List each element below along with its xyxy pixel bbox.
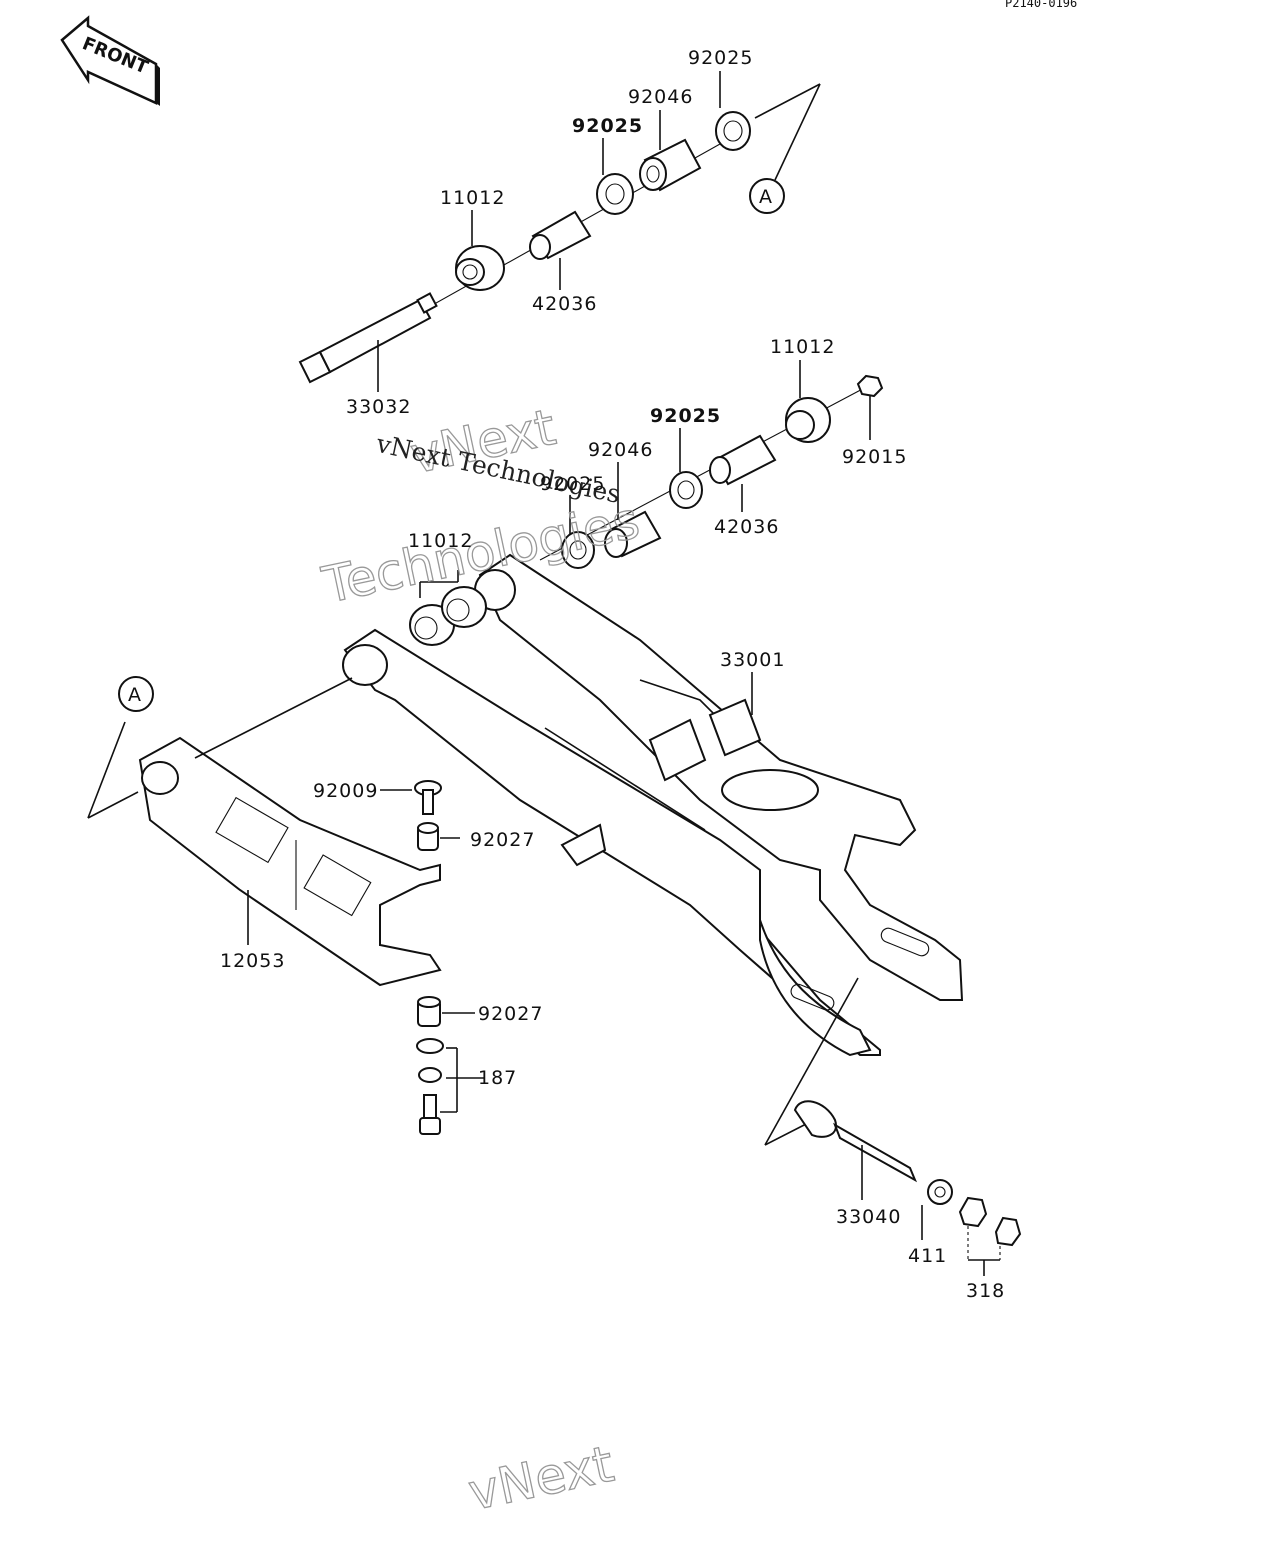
upper-pivot-assembly: A [298,83,821,384]
label-92046-mid: 92046 [588,439,653,461]
label-92025-top: 92025 [688,47,753,69]
bearing-92046-upper [639,138,702,192]
front-arrow-icon: FRONT [60,15,160,106]
chain-adjuster-33040 [764,977,1022,1276]
seal-11012-upper [455,245,505,291]
label-92025-left: 92025 [572,115,643,137]
label-92046-top: 92046 [628,86,693,108]
watermark-bottom: vNext [464,1435,619,1522]
label-12053: 12053 [220,950,285,972]
part-labels: 92025 92046 92025 11012 42036 33032 1101… [220,47,1005,1302]
washer-92025-left [596,173,634,215]
label-92015: 92015 [842,446,907,468]
label-92027-a: 92027 [470,829,535,851]
seal-11012-mid-pair [409,570,487,646]
nut-92015 [856,374,884,398]
label-11012-top: 11012 [440,187,505,209]
lower-pivot-assembly [539,374,884,569]
label-92025-mid: 92025 [650,405,721,427]
label-92027-b: 92027 [478,1003,543,1025]
washer-92025-low [561,531,595,569]
label-11012-right: 11012 [770,336,835,358]
label-42036-top: 42036 [532,293,597,315]
washer-92025-top [715,111,751,151]
leader-lines [247,71,871,1200]
label-411: 411 [908,1245,947,1267]
label-187: 187 [478,1067,517,1089]
label-42036-mid: 42036 [714,516,779,538]
detail-marker-a-upper: A [759,186,773,208]
ref-code: P2140-0196 [1005,0,1077,10]
label-33040: 33040 [836,1206,901,1228]
chain-guard-12053 [138,736,442,987]
detail-a-lower: A [87,676,353,819]
label-11012-mid: 11012 [408,530,473,552]
washer-92025-mid [669,471,703,509]
label-33001: 33001 [720,649,785,671]
swingarm-33001 [342,553,964,1057]
label-92009: 92009 [313,780,378,802]
collar-42036-mid [709,434,777,486]
label-33032: 33032 [346,396,411,418]
collar-42036-upper [529,210,592,260]
bearing-92046-mid [604,510,662,558]
label-92025-low: 92025 [540,473,605,495]
guard-fasteners [414,780,484,1135]
label-318: 318 [966,1280,1005,1302]
detail-marker-a-lower: A [128,684,142,706]
pivot-bolt-33032 [298,292,438,384]
seal-11012-right [785,397,831,443]
